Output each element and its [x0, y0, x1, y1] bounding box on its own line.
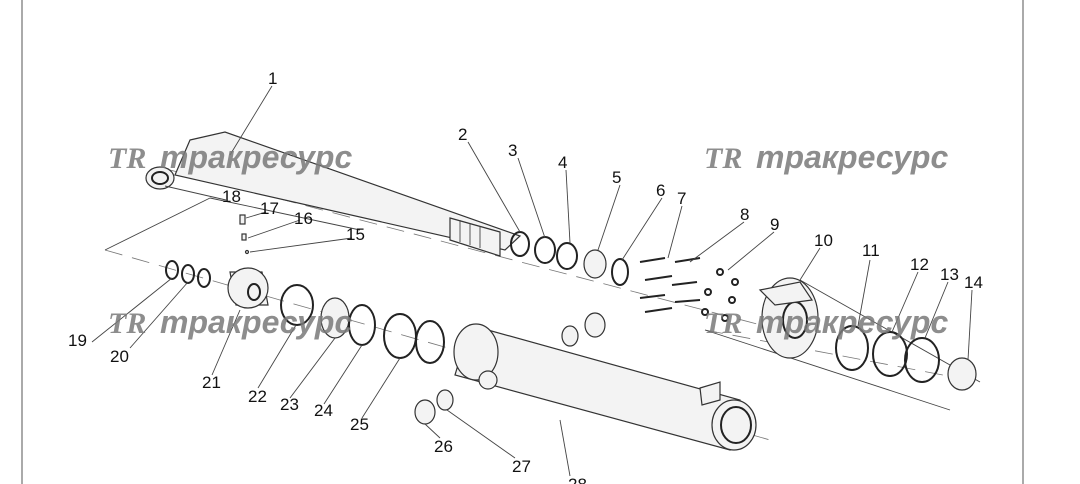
- part-label: 22: [248, 387, 267, 406]
- part-label: 26: [434, 437, 453, 456]
- part-label: 24: [314, 401, 333, 420]
- watermark-logo: ТR: [704, 307, 742, 340]
- part-label: 5: [612, 168, 621, 187]
- part-label: 4: [558, 153, 567, 172]
- watermark-top-right: ТR тракресурс: [704, 139, 948, 175]
- leader-lines: [91, 85, 973, 477]
- part-label: 14: [964, 273, 983, 292]
- part-label: 23: [280, 395, 299, 414]
- bolts-7-9: [639, 257, 739, 322]
- part-label: 13: [940, 265, 959, 284]
- watermark-logo: ТR: [704, 142, 742, 175]
- watermark-top-left: ТR тракресурс: [108, 139, 352, 175]
- part-label: 6: [656, 181, 665, 200]
- part-label: 1: [268, 69, 277, 88]
- watermark-logo: ТR: [108, 307, 146, 340]
- part-label: 19: [68, 331, 87, 350]
- part-label: 2: [458, 125, 467, 144]
- part-label: 12: [910, 255, 929, 274]
- seal-rings-2-6: [510, 231, 629, 286]
- part-label: 16: [294, 209, 313, 228]
- part-label: 7: [677, 189, 686, 208]
- piston-assembly: [165, 260, 445, 364]
- part-labels: 1 2 3 4 5 6 7 8 9 10 11 12 13 14 15 16 1…: [68, 69, 983, 484]
- part-label: 8: [740, 205, 749, 224]
- part-label: 27: [512, 457, 531, 476]
- watermark-bottom-right: ТR тракресурс: [704, 304, 948, 340]
- seal-rings-11-14: [835, 325, 977, 391]
- part-label: 21: [202, 373, 221, 392]
- part-label: 10: [814, 231, 833, 250]
- part-label: 25: [350, 415, 369, 434]
- part-label: 17: [260, 199, 279, 218]
- watermark-text: тракресурс: [756, 139, 948, 175]
- part-label: 20: [110, 347, 129, 366]
- part-label: 28: [568, 475, 587, 484]
- bushings: [414, 312, 606, 425]
- part-label: 18: [222, 187, 241, 206]
- watermark-logo: ТR: [108, 142, 146, 175]
- part-label: 15: [346, 225, 365, 244]
- watermark-text: тракресурс: [160, 304, 352, 340]
- part-label: 11: [862, 241, 880, 260]
- gland-flange-part: [758, 277, 819, 359]
- watermark-text: тракресурс: [756, 304, 948, 340]
- watermark-bottom-left: ТR тракресурс: [108, 304, 352, 340]
- piston-rod-part: [145, 131, 522, 257]
- pins-15-17: [239, 214, 250, 255]
- part-label: 9: [770, 215, 779, 234]
- watermark-text: тракресурс: [160, 139, 352, 175]
- part-label: 3: [508, 141, 517, 160]
- cylinder-barrel-part: [453, 323, 757, 451]
